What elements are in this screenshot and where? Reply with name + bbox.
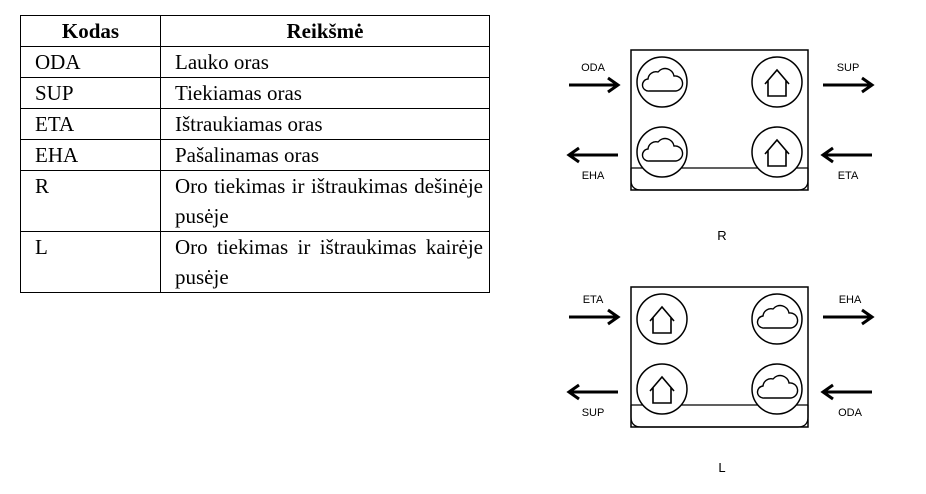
house-icon	[636, 293, 688, 345]
unit-base	[630, 168, 809, 191]
unit-base	[630, 405, 809, 428]
row-code: ODA	[20, 46, 161, 78]
row-code: SUP	[20, 77, 161, 109]
table-row: L Oro tiekimas ir ištraukimas kairėje pu…	[20, 231, 490, 293]
arrow-left-icon	[820, 146, 872, 164]
table-row: R Oro tiekimas ir ištraukimas dešinėje p…	[20, 170, 490, 232]
arrow-right-icon	[569, 308, 621, 326]
diagram-r-svg: ODA SUP EHA ETA R	[566, 49, 875, 243]
diagram-l: ETA EHA SUP ODA L	[560, 282, 890, 482]
header-meaning: Reikšmė	[160, 15, 490, 47]
row-meaning: Lauko oras	[160, 46, 490, 78]
table-row: ETA Ištraukiamas oras	[20, 108, 490, 140]
house-icon	[751, 56, 803, 108]
row-meaning: Pašalinamas oras	[160, 139, 490, 171]
label-bottom-left: SUP	[582, 407, 605, 419]
table-header-row: Kodas Reikšmė	[20, 15, 490, 47]
table-row: SUP Tiekiamas oras	[20, 77, 490, 109]
label-top-right: EHA	[839, 294, 862, 306]
diagram-caption: R	[717, 228, 726, 243]
row-meaning: Oro tiekimas ir ištraukimas dešinėje pus…	[160, 170, 490, 232]
table-row: ODA Lauko oras	[20, 46, 490, 78]
arrow-left-icon	[820, 383, 872, 401]
row-code: R	[20, 170, 161, 232]
label-top-right: SUP	[837, 62, 860, 74]
label-top-left: ETA	[583, 294, 604, 306]
codes-table: Kodas Reikšmė ODA Lauko oras SUP Tiekiam…	[20, 15, 490, 293]
cloud-icon	[636, 126, 688, 178]
diagram-caption: L	[718, 460, 725, 475]
cloud-icon	[636, 56, 688, 108]
row-code: EHA	[20, 139, 161, 171]
diagram-l-svg: ETA EHA SUP ODA L	[566, 286, 875, 475]
house-icon	[751, 126, 803, 178]
row-code: ETA	[20, 108, 161, 140]
arrow-right-icon	[569, 76, 621, 94]
house-icon	[636, 363, 688, 415]
cloud-icon	[751, 363, 803, 415]
table-row: EHA Pašalinamas oras	[20, 139, 490, 171]
label-top-left: ODA	[581, 62, 606, 74]
row-meaning: Ištraukiamas oras	[160, 108, 490, 140]
arrow-right-icon	[823, 76, 875, 94]
label-bottom-right: ODA	[838, 407, 863, 419]
diagram-r: ODA SUP EHA ETA R	[560, 45, 890, 245]
header-code: Kodas	[20, 15, 161, 47]
cloud-icon	[751, 293, 803, 345]
row-meaning: Tiekiamas oras	[160, 77, 490, 109]
row-meaning: Oro tiekimas ir ištraukimas kairėje pusė…	[160, 231, 490, 293]
row-code: L	[20, 231, 161, 293]
arrow-left-icon	[566, 383, 618, 401]
arrow-right-icon	[823, 308, 875, 326]
label-bottom-left: EHA	[582, 170, 605, 182]
arrow-left-icon	[566, 146, 618, 164]
label-bottom-right: ETA	[838, 170, 859, 182]
